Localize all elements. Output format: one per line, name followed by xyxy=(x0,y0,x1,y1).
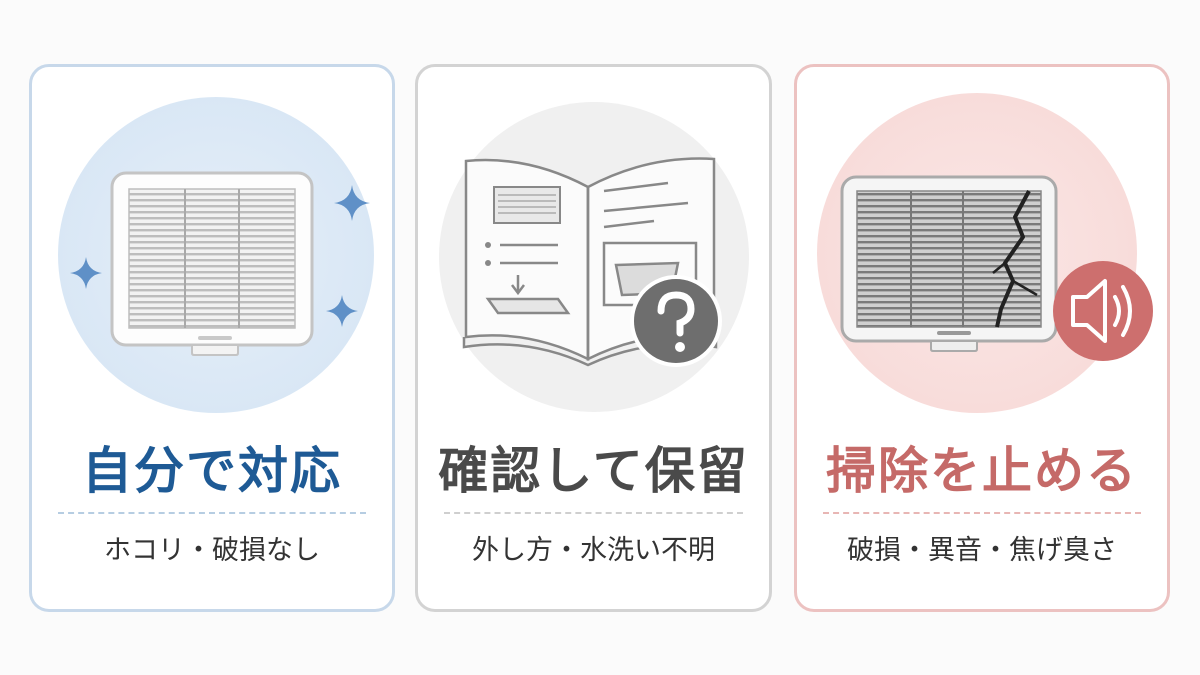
card-title: 掃除を止める xyxy=(826,442,1138,500)
card-subtitle: 外し方・水洗い不明 xyxy=(472,535,715,566)
card-title: 確認して保留 xyxy=(438,442,749,500)
card-confirm-hold: 確認して保留 外し方・水洗い不明 xyxy=(415,64,772,612)
clean-filter-icon xyxy=(110,171,314,356)
divider xyxy=(444,512,743,514)
card-self-handle: 自分で対応 ホコリ・破損なし xyxy=(29,64,395,612)
damaged-filter-icon xyxy=(840,175,1058,352)
illustration-manual-book xyxy=(418,67,769,427)
divider xyxy=(58,512,366,514)
sparkle-icon xyxy=(70,185,370,327)
card-subtitle: 破損・異音・焦げ臭さ xyxy=(847,535,1117,566)
question-icon xyxy=(630,275,722,367)
card-stop-cleaning: 掃除を止める 破損・異音・焦げ臭さ xyxy=(794,64,1170,612)
illustration-damaged-filter xyxy=(797,67,1167,427)
card-title: 自分で対応 xyxy=(82,442,342,500)
illustration-clean-filter xyxy=(32,67,392,427)
card-subtitle: ホコリ・破損なし xyxy=(104,535,320,566)
divider xyxy=(823,512,1141,514)
speaker-sound-icon xyxy=(1053,261,1153,361)
